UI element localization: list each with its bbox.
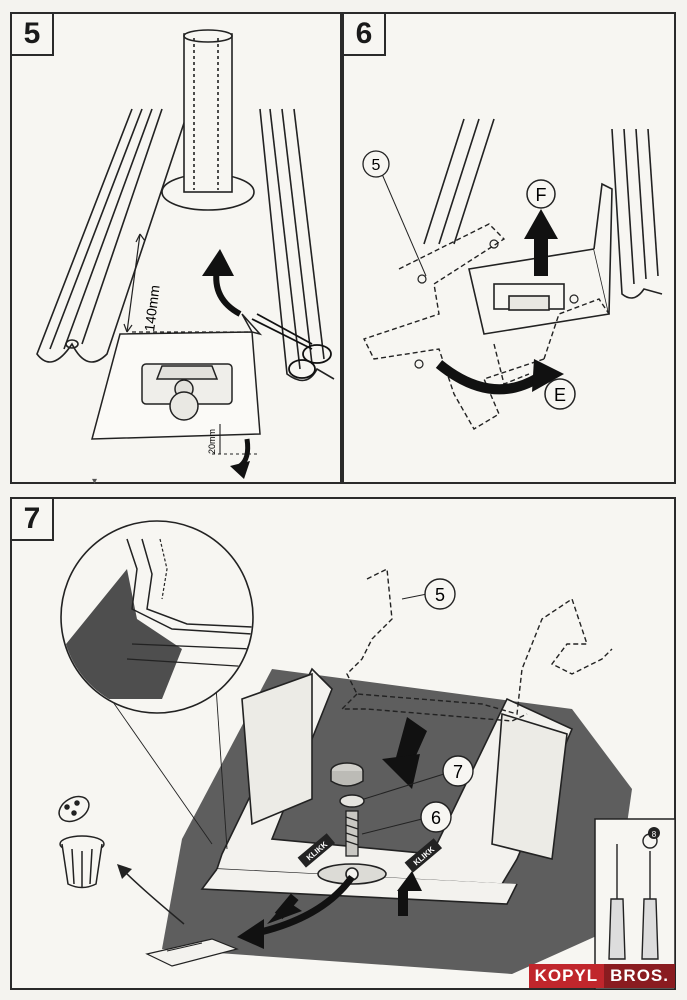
step-7-illustration: 5 7 6 KLIKK KLIKK <box>58 520 676 990</box>
brand-part-1: KOPYL <box>528 964 605 988</box>
base-plate <box>200 667 574 905</box>
turn-arrow <box>435 360 547 395</box>
wrench-icon <box>641 833 659 960</box>
screwdriver-icon <box>608 844 626 960</box>
tool-size-badge: 8 <box>652 830 657 839</box>
callout-F: F <box>536 185 547 205</box>
svg-text:▾: ▾ <box>92 476 97 486</box>
callout-circle-5 <box>362 150 390 178</box>
callout-circle-7 <box>442 755 474 787</box>
bolt-holes <box>414 239 579 369</box>
dimension-20-label: 20mm <box>207 429 217 454</box>
vertical-pipe <box>161 29 255 211</box>
brand-part-2: BROS. <box>604 964 675 988</box>
callout-line-5 <box>401 593 428 600</box>
brand-watermark: KOPYL BROS. <box>528 964 675 988</box>
rails <box>423 118 663 299</box>
push-arrows <box>267 871 422 924</box>
callout-circle-E <box>544 378 576 410</box>
callout-line-5 <box>381 173 427 277</box>
right-rail <box>259 108 335 382</box>
callout-5: 5 <box>435 585 445 605</box>
detail-zoom-circle <box>60 520 254 850</box>
step-6-panel: 5 F E 6 <box>342 12 676 484</box>
step-6-illustration: 5 F E <box>362 118 663 430</box>
discard-arrow <box>123 870 185 925</box>
callout-circle-6 <box>420 801 452 833</box>
step-number: 7 <box>12 499 54 541</box>
callout-7: 7 <box>453 762 463 782</box>
callout-line-6 <box>361 818 423 835</box>
dimension-140-label: 140mm <box>141 284 163 332</box>
callout-circle-5 <box>424 578 456 610</box>
trash-can-icon <box>58 795 105 889</box>
step-7-panel: 5 7 6 KLIKK KLIKK <box>10 497 676 990</box>
step-5-panel: 140mm 20mm ▾ 5 <box>10 12 342 486</box>
down-arrow <box>382 717 427 789</box>
required-tools-box: 8 <box>594 818 676 990</box>
protective-sheet <box>145 938 239 967</box>
frame-part-5 <box>363 223 610 430</box>
step-5-illustration: 140mm 20mm ▾ <box>36 29 335 486</box>
callout-E: E <box>554 385 566 405</box>
floor-shadow <box>162 669 632 974</box>
lift-arrow <box>524 209 558 276</box>
step-number: 6 <box>344 14 386 56</box>
callout-circle-F <box>526 179 556 209</box>
protective-sheet <box>91 313 263 440</box>
dimension-140 <box>123 233 252 333</box>
seat-bracket <box>468 182 613 335</box>
callout-5: 5 <box>372 157 381 174</box>
callout-line-7 <box>363 773 445 800</box>
scissors-icon <box>251 313 332 379</box>
nut-part-7 <box>330 762 365 808</box>
frame-part-5 <box>340 567 613 722</box>
callout-6: 6 <box>431 808 441 828</box>
remove-arrow <box>251 874 355 938</box>
bolt-part-6 <box>345 810 359 857</box>
left-rail <box>36 108 188 363</box>
step-number: 5 <box>12 14 54 56</box>
